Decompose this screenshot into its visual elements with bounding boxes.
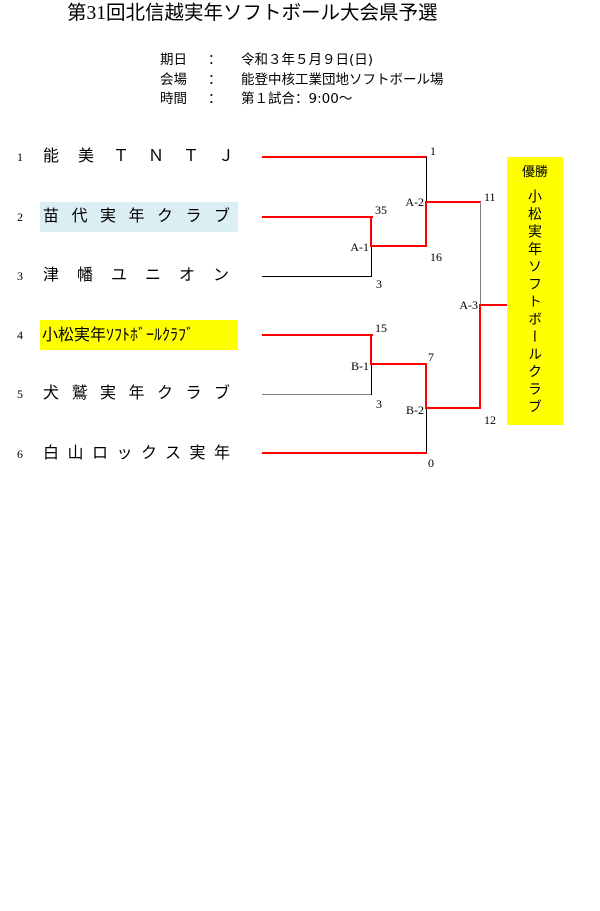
- match-label-a2: A-2: [405, 195, 424, 209]
- match-label-b2: B-2: [406, 403, 424, 417]
- team-seed: 5: [17, 387, 23, 401]
- info-venue-value: 能登中核工業団地ソフトボール場: [241, 72, 444, 88]
- score-a2-bottom: 16: [430, 250, 442, 264]
- bracket-line: [370, 245, 427, 247]
- bracket-line: [371, 365, 372, 395]
- team-seed: 1: [17, 150, 23, 164]
- bracket-line: [425, 201, 427, 247]
- team-name: 能美ＴＮＴＪ: [43, 148, 254, 165]
- match-label-a3: A-3: [459, 298, 478, 312]
- info-date-label: 期日: [160, 52, 187, 68]
- bracket-line: [262, 276, 372, 277]
- score-b1-bottom: 3: [376, 397, 382, 411]
- info-time-label: 時間: [160, 91, 187, 107]
- bracket-line: [426, 409, 427, 453]
- bracket-line: [480, 202, 481, 305]
- match-label-b1: B-1: [351, 359, 369, 373]
- score-b2-top: 7: [428, 350, 434, 364]
- score-a3-bottom: 12: [484, 413, 496, 427]
- score-b2-bottom: 0: [428, 456, 434, 470]
- bracket-line: [262, 452, 427, 454]
- info-time-value: 第１試合：9:00～: [241, 91, 353, 107]
- score-a3-top: 11: [484, 190, 496, 204]
- team-name: 苗代実年クラブ: [40, 202, 238, 232]
- bracket-line: [479, 304, 481, 409]
- score-a1-bottom: 3: [376, 277, 382, 291]
- bracket-line: [262, 394, 372, 395]
- info-venue-label: 会場: [160, 72, 187, 88]
- bracket-line: [425, 407, 481, 409]
- bracket-line: [262, 216, 373, 218]
- bracket-line: [370, 216, 372, 247]
- info-colon: ：: [208, 72, 222, 88]
- champion-label: 優勝: [521, 165, 548, 180]
- score-b1-top: 15: [375, 321, 387, 335]
- bracket-line: [370, 363, 427, 365]
- champion-name: 小松実年ソフトボールクラブ: [526, 189, 542, 417]
- champion-box: 優勝 小松実年ソフトボールクラブ: [507, 157, 563, 425]
- bracket-line: [426, 157, 427, 202]
- team-name: 小松実年ｿﾌﾄﾎﾞｰﾙｸﾗﾌﾞ: [40, 320, 238, 350]
- bracket-line: [370, 334, 372, 365]
- match-label-a1: A-1: [350, 240, 369, 254]
- bracket-line: [425, 201, 481, 203]
- page-title: 第31回北信越実年ソフトボール大会県予選: [67, 3, 438, 24]
- bracket-line: [425, 363, 427, 409]
- info-date-value: 令和３年５月９日(日): [241, 52, 374, 68]
- bracket-line: [262, 334, 373, 336]
- bracket-line: [262, 156, 427, 158]
- score-a2-top: 1: [430, 144, 436, 158]
- team-seed: 3: [17, 269, 23, 283]
- team-name: 犬鷲実年クラブ: [43, 385, 243, 402]
- bracket-line: [371, 247, 372, 277]
- team-seed: 4: [17, 328, 23, 342]
- team-name: 白山ロックス実年: [43, 445, 239, 462]
- team-name: 津幡ユニオン: [43, 267, 248, 284]
- team-seed: 6: [17, 447, 23, 461]
- info-colon: ：: [208, 52, 222, 68]
- bracket-line: [479, 304, 507, 306]
- score-a1-top: 35: [375, 203, 387, 217]
- team-seed: 2: [17, 210, 23, 224]
- info-colon: ：: [208, 91, 222, 107]
